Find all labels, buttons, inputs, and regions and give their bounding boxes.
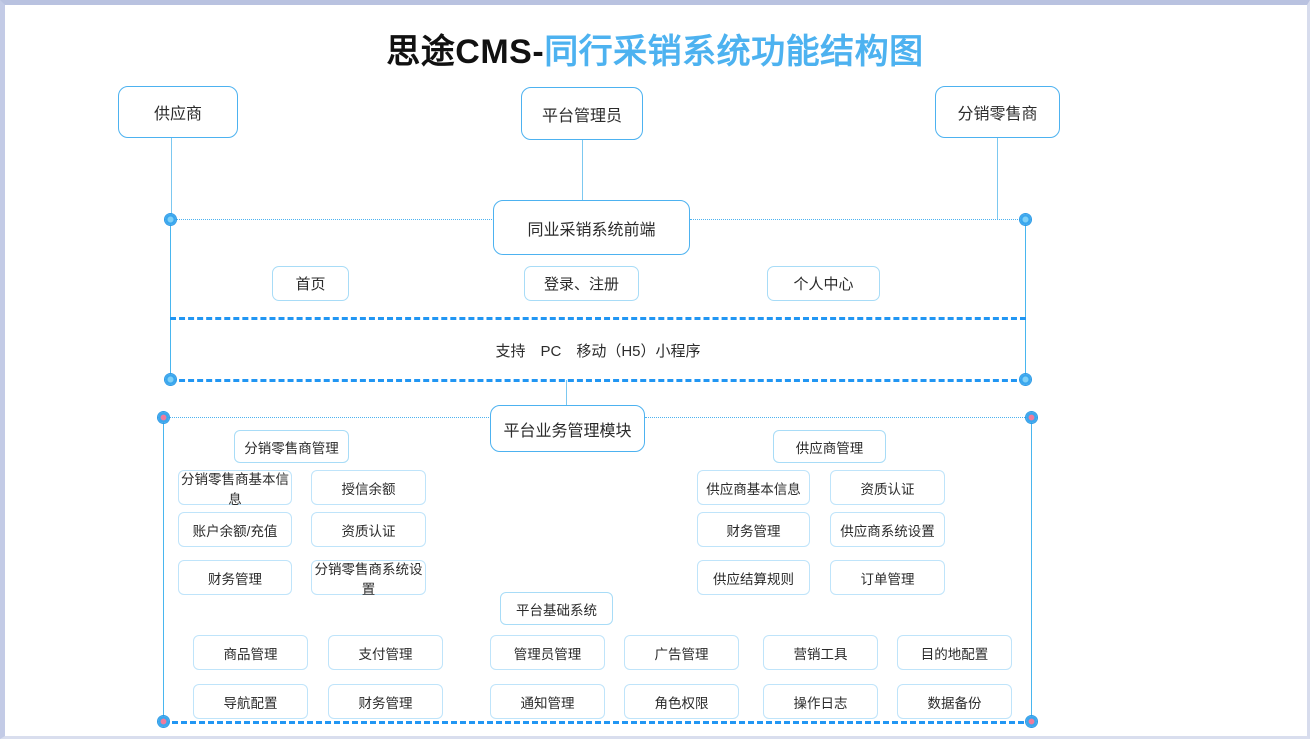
- frontend-group-divider: [170, 317, 1026, 320]
- node-base-marketing-tools[interactable]: 营销工具: [763, 635, 878, 670]
- handle-business-top-right[interactable]: [1026, 412, 1037, 423]
- node-supplier-management-header[interactable]: 供应商管理: [773, 430, 886, 463]
- node-base-notification-management[interactable]: 通知管理: [490, 684, 605, 719]
- node-frontend-system[interactable]: 同业采销系统前端: [493, 200, 690, 255]
- business-group-bottom-border: [163, 721, 1033, 724]
- node-supplier-basic-info[interactable]: 供应商基本信息: [697, 470, 810, 505]
- connector-admin-down: [582, 140, 583, 201]
- frontend-group-top-border-right: [690, 219, 1026, 220]
- node-platform-admin[interactable]: 平台管理员: [521, 87, 643, 140]
- node-frontend-home[interactable]: 首页: [272, 266, 349, 301]
- node-supplier[interactable]: 供应商: [118, 86, 238, 138]
- page-title: 思途CMS-同行采销系统功能结构图: [0, 24, 1310, 73]
- rail-frontend-left: [170, 219, 171, 380]
- node-base-finance-management[interactable]: 财务管理: [328, 684, 443, 719]
- handle-business-top-left[interactable]: [158, 412, 169, 423]
- node-supplier-system-settings[interactable]: 供应商系统设置: [830, 512, 945, 547]
- business-group-top-border-left: [163, 417, 491, 418]
- frontend-group-bottom-border: [170, 379, 1026, 382]
- node-supplier-settlement-rules[interactable]: 供应结算规则: [697, 560, 810, 595]
- node-frontend-user-center[interactable]: 个人中心: [767, 266, 880, 301]
- handle-business-bottom-left[interactable]: [158, 716, 169, 727]
- frontend-group-top-border-left: [170, 219, 494, 220]
- node-base-system-header[interactable]: 平台基础系统: [500, 592, 613, 625]
- business-group-top-border-right: [645, 417, 1033, 418]
- node-base-operation-log[interactable]: 操作日志: [763, 684, 878, 719]
- node-supplier-order-management[interactable]: 订单管理: [830, 560, 945, 595]
- connector-frontend-to-business: [566, 380, 567, 406]
- rail-business-left: [163, 417, 164, 721]
- handle-frontend-top-right[interactable]: [1020, 214, 1031, 225]
- node-distributor-basic-info[interactable]: 分销零售商基本信息: [178, 470, 292, 507]
- node-distributor-qualification[interactable]: 资质认证: [311, 512, 426, 547]
- node-distributor-retailer[interactable]: 分销零售商: [935, 86, 1060, 138]
- handle-frontend-bottom-left[interactable]: [165, 374, 176, 385]
- node-supplier-finance[interactable]: 财务管理: [697, 512, 810, 547]
- frontend-support-note: 支持 PC 移动（H5）小程序: [495, 343, 701, 360]
- node-distributor-credit-balance[interactable]: 授信余额: [311, 470, 426, 505]
- handle-frontend-bottom-right[interactable]: [1020, 374, 1031, 385]
- rail-frontend-right: [1025, 219, 1026, 380]
- node-distributor-system-settings[interactable]: 分销零售商系统设置: [311, 560, 426, 597]
- page-title-dark: 思途CMS-: [386, 33, 545, 71]
- page-title-blue: 同行采销系统功能结构图: [544, 33, 924, 71]
- node-base-role-permission[interactable]: 角色权限: [624, 684, 739, 719]
- handle-frontend-top-left[interactable]: [165, 214, 176, 225]
- node-base-data-backup[interactable]: 数据备份: [897, 684, 1012, 719]
- node-supplier-qualification[interactable]: 资质认证: [830, 470, 945, 505]
- node-base-ad-management[interactable]: 广告管理: [624, 635, 739, 670]
- node-base-destination-config[interactable]: 目的地配置: [897, 635, 1012, 670]
- node-base-admin-management[interactable]: 管理员管理: [490, 635, 605, 670]
- rail-business-right: [1031, 417, 1032, 721]
- node-base-product-management[interactable]: 商品管理: [193, 635, 308, 670]
- handle-business-bottom-right[interactable]: [1026, 716, 1037, 727]
- node-business-module[interactable]: 平台业务管理模块: [490, 405, 645, 452]
- connector-distributor-down: [997, 138, 998, 220]
- node-frontend-login-register[interactable]: 登录、注册: [524, 266, 639, 301]
- node-distributor-management-header[interactable]: 分销零售商管理: [234, 430, 349, 463]
- connector-supplier-down: [171, 138, 172, 220]
- node-base-navigation-config[interactable]: 导航配置: [193, 684, 308, 719]
- node-distributor-account-balance[interactable]: 账户余额/充值: [178, 512, 292, 547]
- node-distributor-finance[interactable]: 财务管理: [178, 560, 292, 595]
- node-base-payment-management[interactable]: 支付管理: [328, 635, 443, 670]
